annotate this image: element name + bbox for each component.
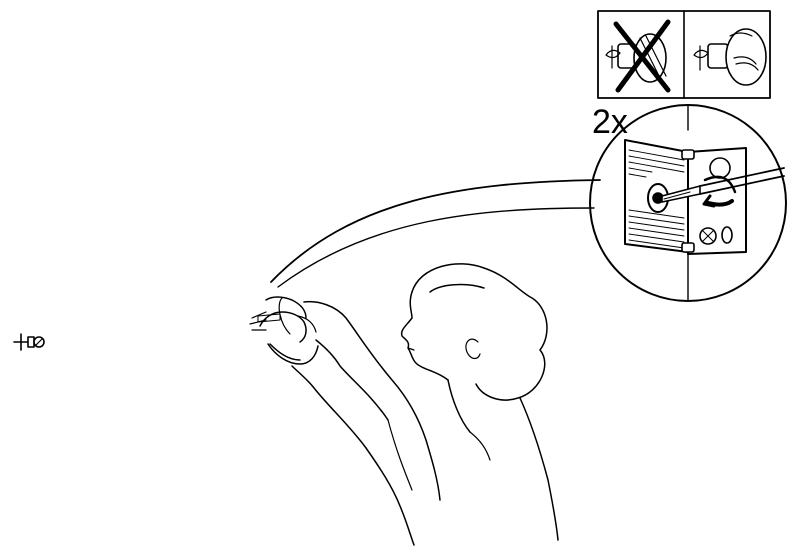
correct-screw-icon: [694, 29, 766, 85]
screwdriver-tool-icon: [662, 168, 784, 202]
callout-arc: [271, 180, 600, 287]
screwdriver-icon: [14, 334, 44, 350]
person-figure: [250, 264, 558, 545]
screw-comparison-box: [598, 11, 770, 98]
repeat-count-label: 2x: [592, 105, 628, 139]
incorrect-screw-icon: [606, 22, 668, 90]
